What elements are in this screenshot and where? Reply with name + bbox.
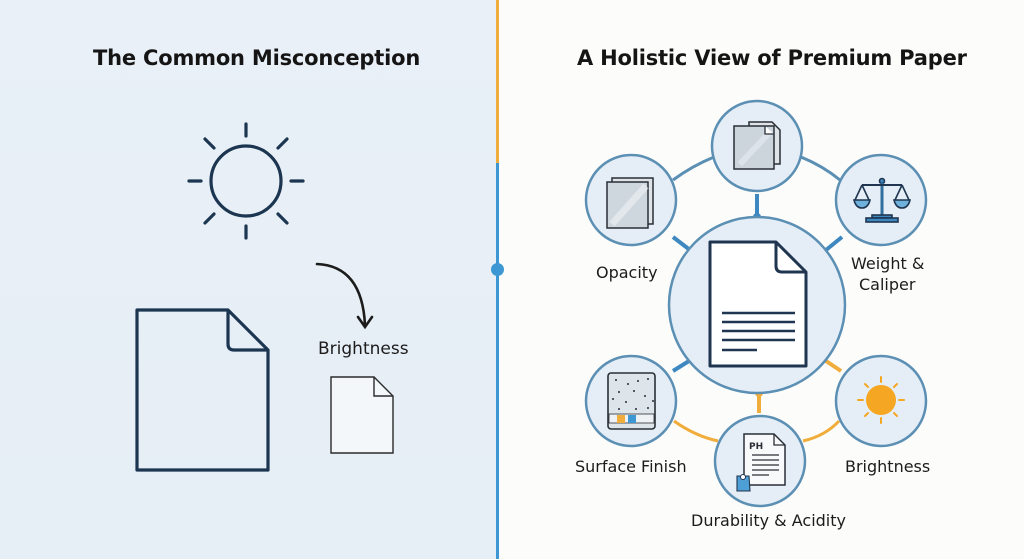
brightness-label-left: Brightness <box>318 339 409 359</box>
node-brightness <box>834 354 928 448</box>
texture-swatch-icon <box>607 372 656 430</box>
balance-scale-icon <box>852 177 912 223</box>
curved-arrow-icon <box>315 262 374 330</box>
node-surface-finish <box>584 354 678 448</box>
label-durability-acidity: Durability & Acidity <box>691 511 846 530</box>
node-translucency <box>710 99 804 193</box>
label-brightness: Brightness <box>845 457 931 476</box>
label-opacity: Opacity <box>596 263 658 282</box>
spoke-brightness <box>824 359 843 373</box>
sun-outline-icon <box>187 122 305 240</box>
right-title: A Holistic View of Premium Paper <box>577 46 967 70</box>
label-weight-line1: Weight & <box>851 254 925 273</box>
spoke-weight <box>824 235 844 252</box>
node-opacity <box>584 153 678 247</box>
connector-surface-durability <box>673 419 719 443</box>
divider-line-blue <box>496 163 499 559</box>
node-weight-caliper <box>834 153 928 247</box>
spoke-surface <box>671 359 691 373</box>
ph-text: PH <box>749 442 763 452</box>
sun-filled-icon <box>857 376 905 424</box>
divider-line-orange <box>496 0 499 163</box>
connector-opacity-top <box>672 155 715 182</box>
ring-connectors <box>672 155 841 443</box>
node-durability-acidity: PH <box>713 414 807 508</box>
small-document-icon <box>330 376 394 454</box>
left-panel <box>0 0 497 559</box>
stacked-pages-icon <box>733 121 781 170</box>
spoke-opacity <box>671 235 692 252</box>
connector-durability-brightness <box>802 419 841 443</box>
connector-top-weight <box>800 155 841 182</box>
layered-sheets-icon <box>606 177 654 229</box>
divider-dot <box>491 263 504 276</box>
large-document-icon <box>135 308 270 472</box>
ph-document-icon: PH <box>736 433 786 492</box>
label-weight-line2: Caliper <box>859 275 916 294</box>
left-title: The Common Misconception <box>93 46 421 70</box>
center-node <box>667 215 847 395</box>
label-surface-finish: Surface Finish <box>575 457 687 476</box>
document-with-lines-icon <box>708 240 808 368</box>
